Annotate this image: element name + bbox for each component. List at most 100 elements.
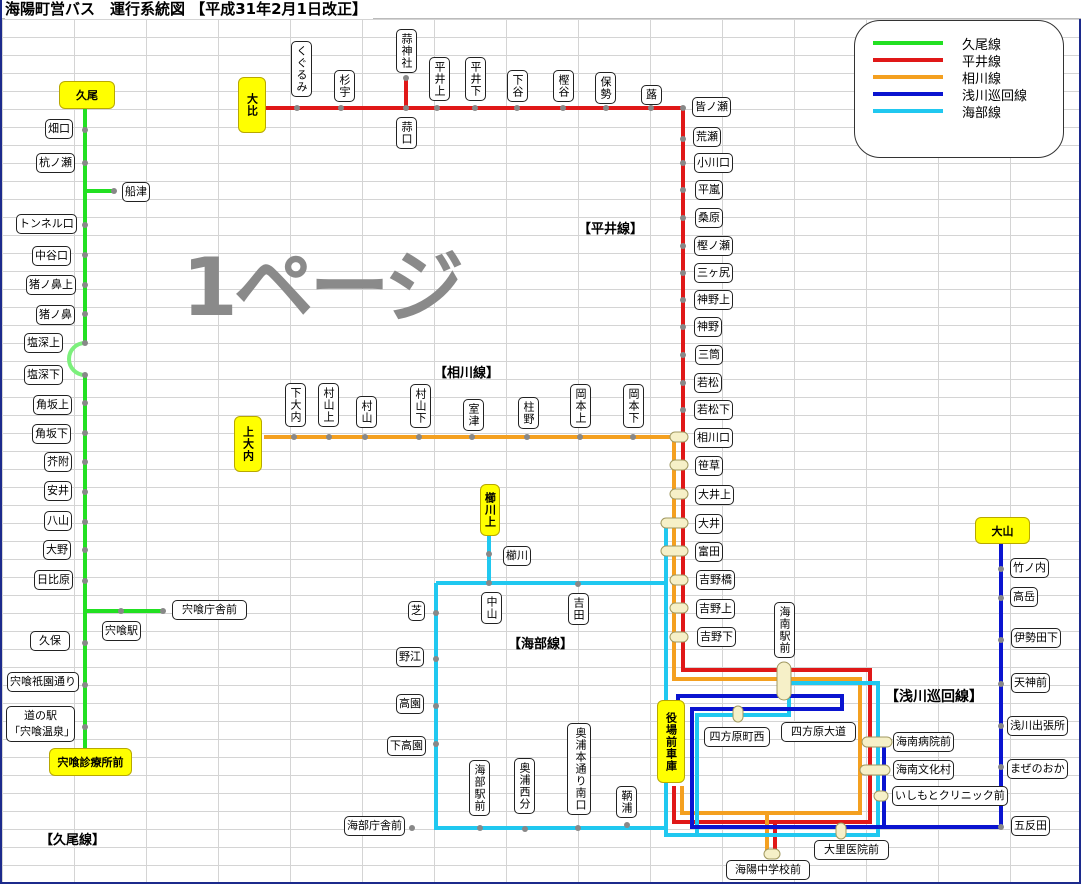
stop-wakamatsushimo[interactable]: 若松下 <box>694 400 733 420</box>
stop-shimotakazono[interactable]: 下高園 <box>387 736 426 756</box>
stop-noe[interactable]: 野江 <box>396 647 424 667</box>
stop-dot <box>82 459 88 465</box>
stop-ooi[interactable]: 大井 <box>695 514 723 534</box>
stop-inohanakami[interactable]: 猪ノ鼻上 <box>26 275 76 295</box>
stop-yoshinokami[interactable]: 吉野上 <box>696 599 735 619</box>
stop-shishikui-chosha[interactable]: 宍喰庁舎前 <box>172 600 247 620</box>
stop-shishikui-gion[interactable]: 宍喰祇園通り <box>7 672 79 692</box>
stop-shihobara-machinishi[interactable]: 四方原町西 <box>704 727 770 747</box>
stop-mikajiri[interactable]: 三ヶ尻 <box>694 263 733 283</box>
stop-inohana[interactable]: 猪ノ鼻 <box>36 305 75 325</box>
stop-okamotokami[interactable]: 岡本上 <box>570 384 591 428</box>
stop-osato-clinic[interactable]: 大里医院前 <box>814 840 889 860</box>
stop-hiraarashi[interactable]: 平嵐 <box>695 180 723 200</box>
stop-asakawa-branch[interactable]: 浅川出張所 <box>1007 716 1068 736</box>
terminal-kushikawakami[interactable]: 櫛川上 <box>480 484 500 536</box>
stop-kashinose[interactable]: 樫ノ瀬 <box>694 236 733 256</box>
stop-kaifu-station[interactable]: 海部駅前 <box>469 760 490 816</box>
terminal-ohi[interactable]: 大比 <box>238 77 266 133</box>
stop-kainan-station[interactable]: 海南駅前 <box>774 602 795 658</box>
stop-ono[interactable]: 大野 <box>43 540 71 560</box>
stop-takaoka[interactable]: 高岳 <box>1010 587 1038 607</box>
stop-kannokami[interactable]: 神野上 <box>694 290 733 310</box>
stop-shihobara-daido[interactable]: 四方原大道 <box>781 722 856 742</box>
stop-okuranishibun[interactable]: 奥浦西分 <box>514 758 535 814</box>
stop-hashirano[interactable]: 柱野 <box>518 397 539 429</box>
stop-yoshinobashi[interactable]: 吉野橋 <box>696 570 735 590</box>
terminal-kuo[interactable]: 久尾 <box>59 81 115 109</box>
stop-kaiyo-junior-high[interactable]: 海陽中学校前 <box>726 860 810 880</box>
terminal-kamiouchi[interactable]: 上大内 <box>234 416 262 472</box>
stop-takazono[interactable]: 高園 <box>396 694 424 714</box>
stop-dot <box>82 430 88 436</box>
stop-kuinose[interactable]: 杭ノ瀬 <box>36 153 75 173</box>
stop-nakayama[interactable]: 中山 <box>481 592 502 624</box>
stop-murayamashimo[interactable]: 村山下 <box>410 384 431 428</box>
stop-yoshinoshimo[interactable]: 吉野下 <box>697 627 736 647</box>
stop-kaifu-chosha[interactable]: 海部庁舎前 <box>344 816 405 836</box>
stop-kadosakashimo[interactable]: 角坂下 <box>32 424 71 444</box>
stop-hiraikami[interactable]: 平井上 <box>429 57 450 101</box>
stop-sanko[interactable]: 三筒 <box>695 345 723 365</box>
stop-ishimoto-clinic[interactable]: いしもとクリニック前 <box>892 786 1008 806</box>
stop-dot <box>294 105 300 111</box>
stop-yasui[interactable]: 安井 <box>44 481 72 501</box>
stop-hataguchi[interactable]: 畑口 <box>45 119 73 139</box>
stop-hiraishimo[interactable]: 平井下 <box>465 57 486 101</box>
stop-shiba[interactable]: 芝 <box>408 601 425 621</box>
stop-mazenooka[interactable]: まぜのおか <box>1007 759 1068 779</box>
stop-ooikami[interactable]: 大井上 <box>695 485 734 505</box>
stop-ogawaguchi[interactable]: 小川口 <box>694 153 733 173</box>
terminal-shishikui-clinic[interactable]: 宍喰診療所前 <box>49 748 132 776</box>
stop-tomita[interactable]: 富田 <box>695 542 723 562</box>
terminal-yakuba-garage[interactable]: 役場前車庫 <box>657 700 685 783</box>
stop-michinoeki-shishikui-onsen[interactable]: 道の駅 「宍喰温泉」 <box>6 706 75 742</box>
stop-kanno[interactable]: 神野 <box>694 317 722 337</box>
stop-fuki[interactable]: 蕗 <box>641 85 662 105</box>
stop-shimoouchi[interactable]: 下大内 <box>285 383 306 427</box>
stop-sugiu[interactable]: 杉宇 <box>334 70 355 102</box>
stop-arase[interactable]: 荒瀬 <box>693 127 721 147</box>
stop-kashidani[interactable]: 樫谷 <box>553 70 574 102</box>
stop-yayama[interactable]: 八山 <box>44 511 72 531</box>
stop-dot <box>338 105 344 111</box>
stop-shiobukakami[interactable]: 塩深上 <box>24 333 63 353</box>
stop-aikawaguchi[interactable]: 相川口 <box>694 428 733 448</box>
stop-okura-hondori-minamiguchi[interactable]: 奥浦本通り南口 <box>567 723 591 815</box>
stop-murayamakami[interactable]: 村山上 <box>318 383 339 427</box>
stop-tenjinmae[interactable]: 天神前 <box>1011 673 1050 693</box>
terminal-oyama[interactable]: 大山 <box>975 517 1030 544</box>
legend-item-kuo: 久尾線 <box>873 36 1001 53</box>
stop-shishikui-station[interactable]: 宍喰駅 <box>102 621 141 641</box>
stop-shimodani[interactable]: 下谷 <box>507 70 528 102</box>
stop-okamotoshimo[interactable]: 岡本下 <box>623 384 644 428</box>
stop-tomoura[interactable]: 鞆浦 <box>616 786 637 818</box>
stop-takenouchi[interactable]: 竹ノ内 <box>1010 558 1049 578</box>
stop-kuwabara[interactable]: 桑原 <box>695 208 723 228</box>
stop-kushikawa[interactable]: 櫛川 <box>503 546 531 566</box>
stop-kadosakakami[interactable]: 角坂上 <box>33 395 72 415</box>
stop-sasakusa[interactable]: 笹草 <box>695 456 723 476</box>
stop-hibihara[interactable]: 日比原 <box>34 570 73 590</box>
stop-keduki[interactable]: 芥附 <box>44 452 72 472</box>
stop-wakamatsu[interactable]: 若松 <box>694 373 722 393</box>
shared-stop-marker <box>669 602 689 614</box>
stop-funatsu[interactable]: 船津 <box>122 182 150 202</box>
stop-kainan-bunkamura[interactable]: 海南文化村 <box>893 760 954 780</box>
stop-kubo[interactable]: 久保 <box>30 631 70 651</box>
legend-item-kaifu: 海部線 <box>873 104 1001 121</box>
stop-shiobukashimo[interactable]: 塩深下 <box>24 365 63 385</box>
stop-kugurumi[interactable]: くぐるみ <box>291 41 312 97</box>
stop-gotanda[interactable]: 五反田 <box>1011 816 1050 836</box>
stop-isedashimo[interactable]: 伊勢田下 <box>1011 628 1061 648</box>
stop-hiru-jinja[interactable]: 蒜神社 <box>396 29 417 73</box>
stop-murayama[interactable]: 村山 <box>356 396 377 428</box>
stop-hose[interactable]: 保勢 <box>595 72 616 104</box>
stop-hiruguchi[interactable]: 蒜口 <box>396 117 417 149</box>
stop-minanose[interactable]: 皆ノ瀬 <box>692 97 731 117</box>
stop-nakatanikuchi[interactable]: 中谷口 <box>32 246 71 266</box>
stop-yoshida[interactable]: 吉田 <box>568 593 589 625</box>
stop-tunnel-guchi[interactable]: トンネル口 <box>16 214 77 234</box>
stop-murotsu[interactable]: 室津 <box>463 399 484 431</box>
stop-kainan-hospital[interactable]: 海南病院前 <box>893 732 954 752</box>
